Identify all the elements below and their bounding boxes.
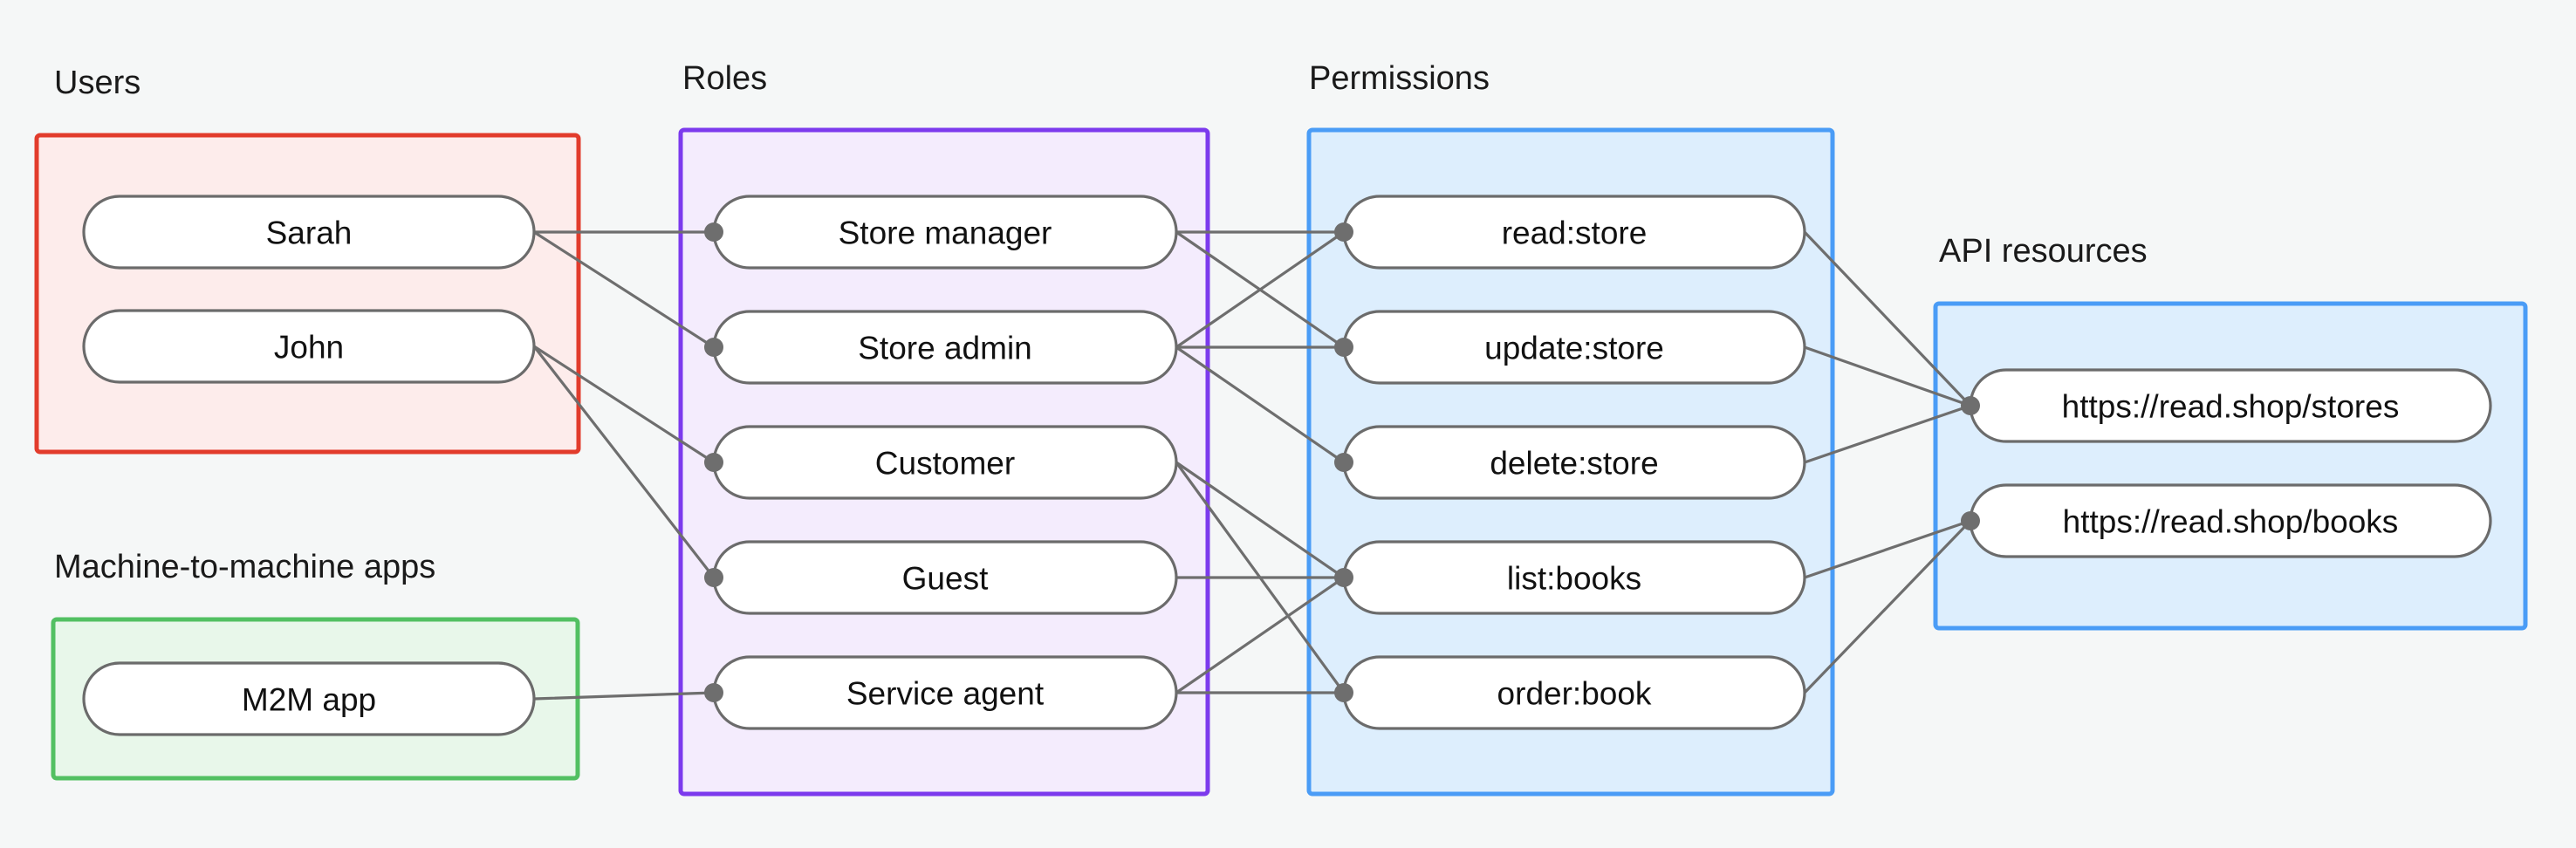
- edge-endpoint-dot-list_books: [1334, 568, 1353, 587]
- edge-layer: [532, 230, 1972, 701]
- node-res_books[interactable]: https://read.shop/books: [1969, 483, 2492, 558]
- edge-list_books-to-res_books: [1803, 519, 1972, 579]
- node-label-list_books: list:books: [1507, 561, 1641, 597]
- edge-service_agent-to-list_books: [1175, 576, 1346, 694]
- edge-m2mapp-to-service_agent: [532, 691, 716, 701]
- edge-john-to-guest: [532, 345, 716, 579]
- group-container-api_resources: [1933, 301, 2528, 631]
- group-title-users: Users: [54, 65, 140, 101]
- node-delete_store[interactable]: delete:store: [1342, 425, 1806, 500]
- node-guest[interactable]: Guest: [712, 540, 1178, 615]
- node-label-customer: Customer: [875, 446, 1015, 482]
- edge-endpoint-dot-customer: [704, 453, 723, 472]
- edge-sarah-to-store_admin: [532, 230, 716, 349]
- node-label-res_books: https://read.shop/books: [2063, 504, 2399, 540]
- edge-order_book-to-res_books: [1803, 519, 1972, 694]
- group-title-m2m: Machine-to-machine apps: [54, 549, 435, 585]
- node-label-john: John: [274, 330, 344, 366]
- edge-endpoint-dot-store_admin: [704, 338, 723, 357]
- group-title-api_resources: API resources: [1939, 233, 2148, 270]
- node-store_manager[interactable]: Store manager: [712, 195, 1178, 270]
- node-label-update_store: update:store: [1484, 331, 1664, 366]
- edge-read_store-to-res_stores: [1803, 230, 1972, 407]
- node-sarah[interactable]: Sarah: [82, 195, 536, 270]
- node-shape-sarah: [82, 195, 536, 270]
- group-title-permissions: Permissions: [1309, 60, 1490, 97]
- node-john[interactable]: John: [82, 309, 536, 384]
- edge-update_store-to-res_stores: [1803, 345, 1972, 407]
- node-label-read_store: read:store: [1502, 215, 1648, 251]
- node-shape-john: [82, 309, 536, 384]
- node-service_agent[interactable]: Service agent: [712, 655, 1178, 730]
- node-label-order_book: order:book: [1497, 676, 1652, 712]
- group-title-roles: Roles: [682, 60, 767, 97]
- edge-endpoint-dot-store_manager: [704, 222, 723, 242]
- group-container-users: [34, 133, 581, 455]
- edge-endpoint-dot-order_book: [1334, 683, 1353, 702]
- edge-store_admin-to-read_store: [1175, 230, 1346, 349]
- edge-customer-to-list_books: [1175, 461, 1346, 579]
- edge-endpoint-dot-res_books: [1961, 511, 1980, 530]
- node-label-delete_store: delete:store: [1490, 446, 1658, 482]
- node-list_books[interactable]: list:books: [1342, 540, 1806, 615]
- edge-endpoint-dot-delete_store: [1334, 453, 1353, 472]
- node-label-store_manager: Store manager: [839, 215, 1052, 251]
- node-label-guest: Guest: [902, 561, 989, 597]
- edge-endpoint-dots: [704, 222, 1980, 702]
- edge-endpoint-dot-res_stores: [1961, 396, 1980, 415]
- node-update_store[interactable]: update:store: [1342, 310, 1806, 385]
- node-res_stores[interactable]: https://read.shop/stores: [1969, 368, 2492, 443]
- node-label-sarah: Sarah: [266, 215, 353, 251]
- node-shape-m2mapp: [82, 661, 536, 736]
- node-order_book[interactable]: order:book: [1342, 655, 1806, 730]
- node-label-store_admin: Store admin: [858, 331, 1032, 366]
- node-label-m2mapp: M2M app: [242, 682, 376, 718]
- edge-endpoint-dot-service_agent: [704, 683, 723, 702]
- edge-endpoint-dot-guest: [704, 568, 723, 587]
- node-label-res_stores: https://read.shop/stores: [2062, 389, 2400, 425]
- node-store_admin[interactable]: Store admin: [712, 310, 1178, 385]
- edge-store_admin-to-delete_store: [1175, 345, 1346, 464]
- edge-delete_store-to-res_stores: [1803, 404, 1972, 464]
- node-customer[interactable]: Customer: [712, 425, 1178, 500]
- node-read_store[interactable]: read:store: [1342, 195, 1806, 270]
- edge-john-to-customer: [532, 345, 716, 464]
- node-m2mapp[interactable]: M2M app: [82, 661, 536, 736]
- node-label-service_agent: Service agent: [846, 676, 1045, 712]
- edge-endpoint-dot-read_store: [1334, 222, 1353, 242]
- edge-endpoint-dot-update_store: [1334, 338, 1353, 357]
